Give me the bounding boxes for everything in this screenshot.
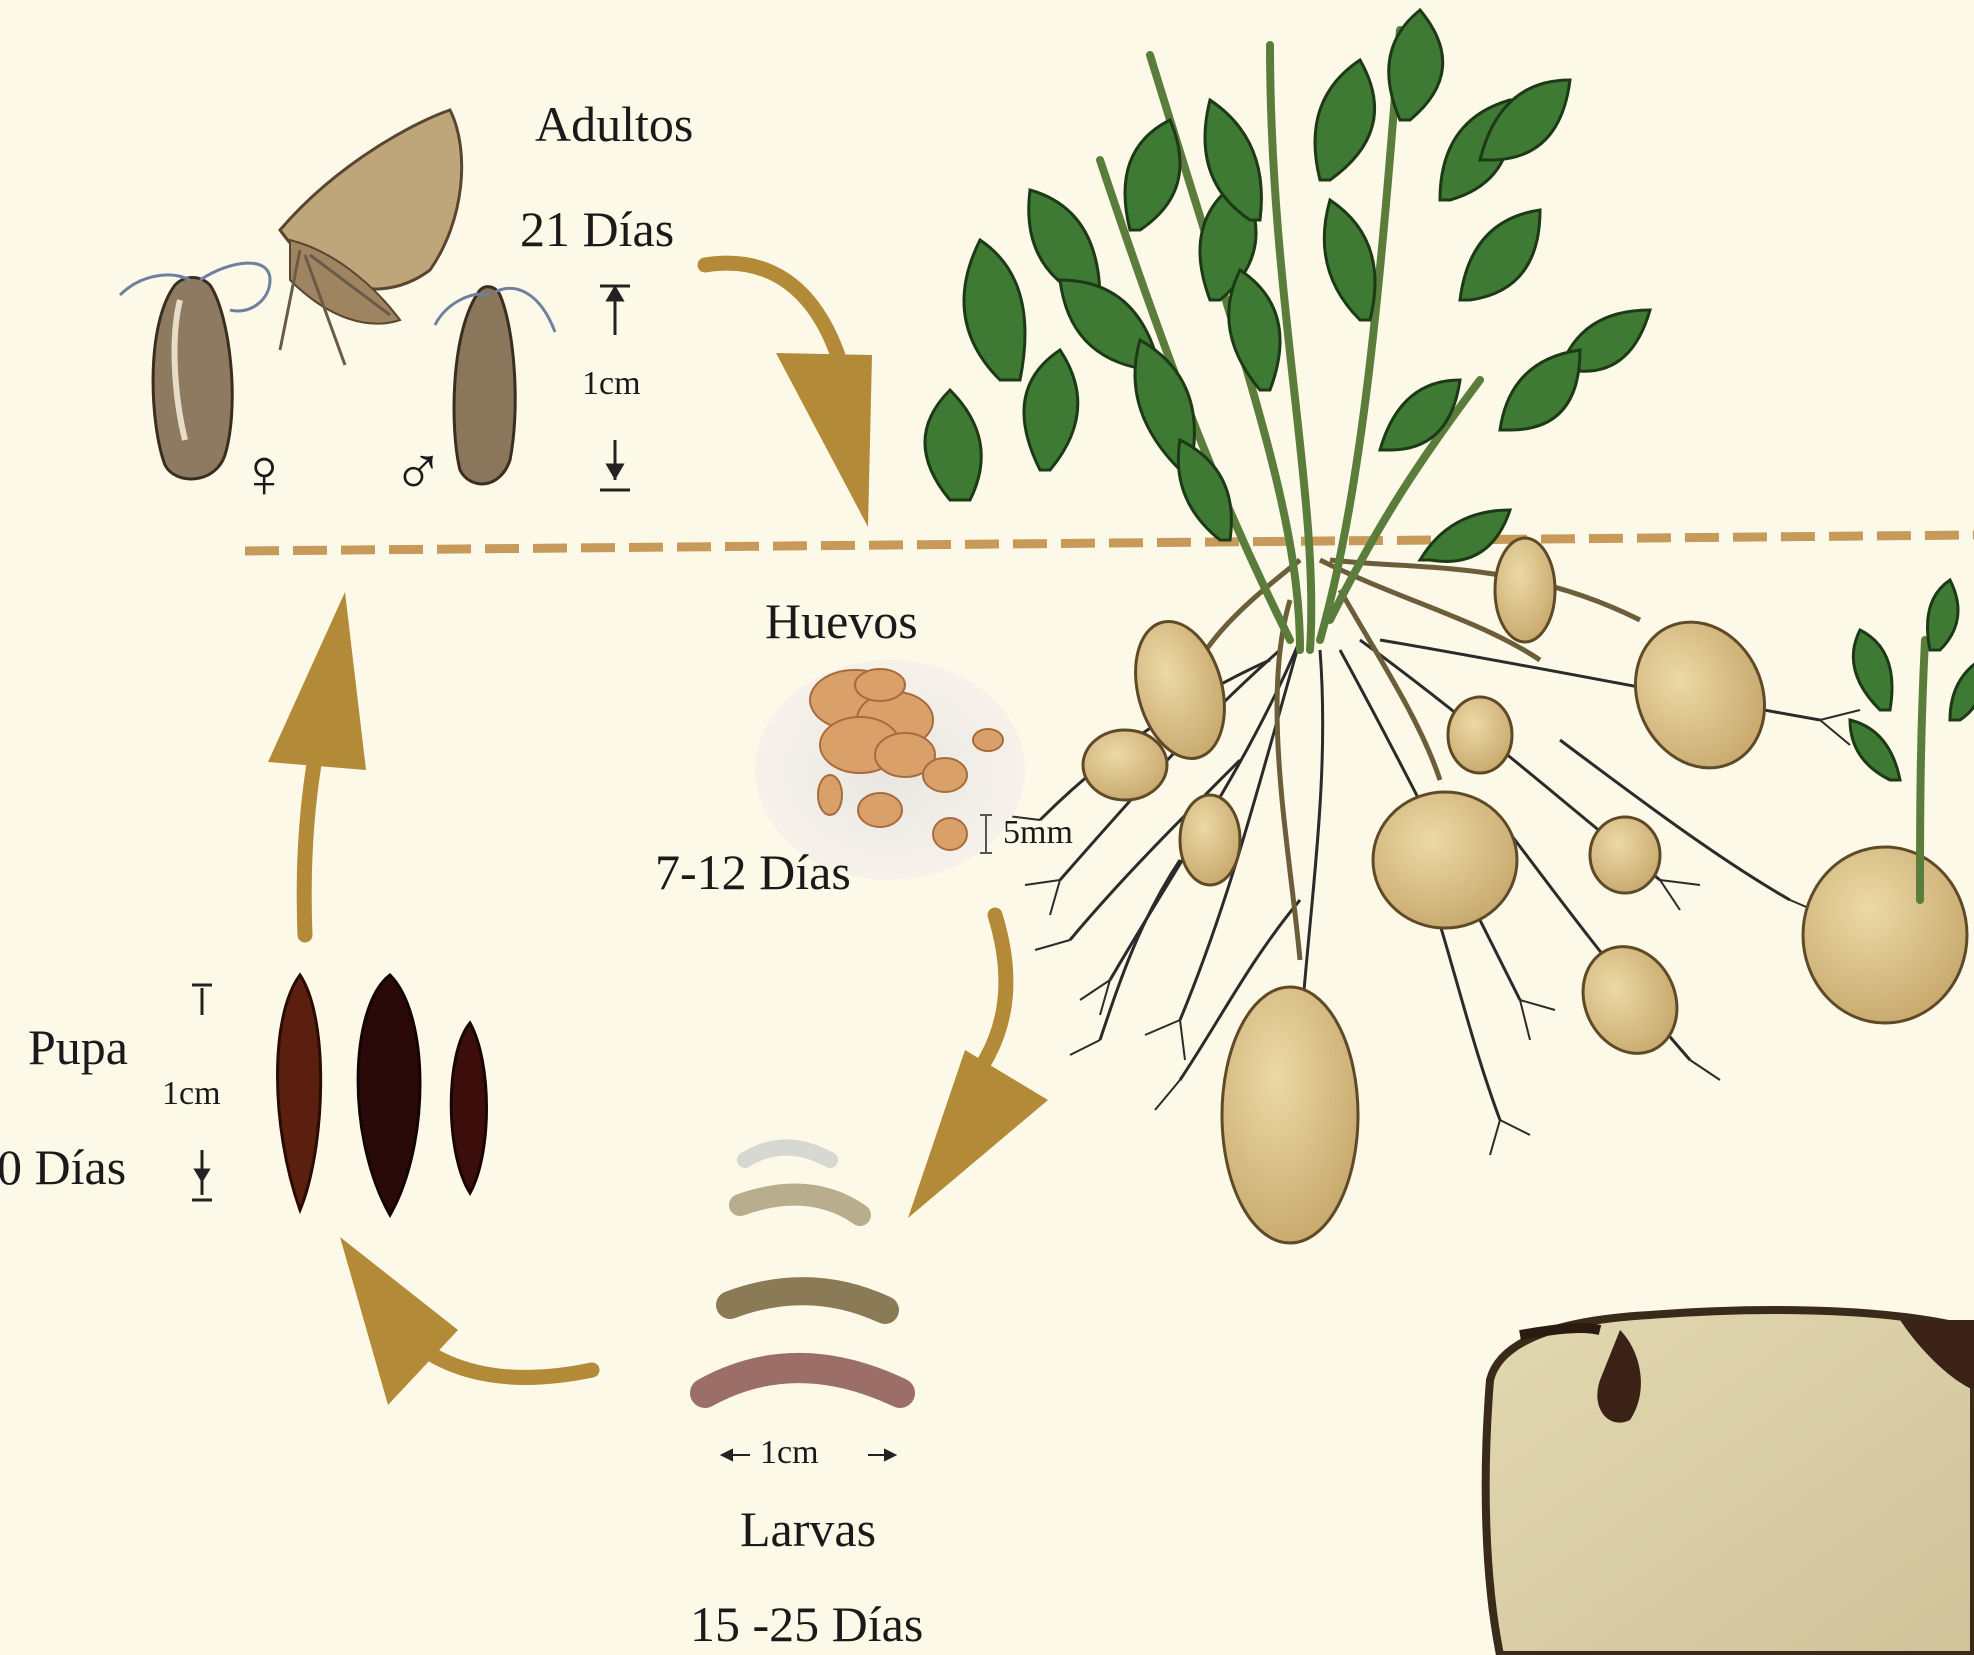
larvas-title: Larvas — [740, 1500, 876, 1558]
huevos-scale: 5mm — [1003, 814, 1073, 852]
larvas-scale: 1cm — [760, 1434, 819, 1472]
pupa-scale: 1cm — [162, 1075, 221, 1113]
moth-icon — [120, 110, 555, 484]
huevos-duration: 7-12 Días — [655, 843, 851, 901]
pupa-title: Pupa — [28, 1018, 128, 1076]
male-symbol: ♂ — [392, 438, 445, 508]
huevos-title: Huevos — [765, 592, 918, 650]
pupa-duration: 30 Días — [0, 1138, 126, 1196]
larva-icon — [705, 1148, 900, 1394]
larvas-duration: 15 -25 Días — [690, 1595, 923, 1653]
female-symbol: ♀ — [238, 440, 291, 510]
adultos-title: Adultos — [535, 95, 693, 153]
potato-plant-icon — [925, 10, 1974, 1243]
potato-slice-icon — [1486, 1310, 1974, 1655]
adultos-scale: 1cm — [582, 365, 641, 403]
pupa-icon — [278, 975, 487, 1215]
ground-line — [245, 535, 1974, 551]
adultos-duration: 21 Días — [520, 200, 674, 258]
